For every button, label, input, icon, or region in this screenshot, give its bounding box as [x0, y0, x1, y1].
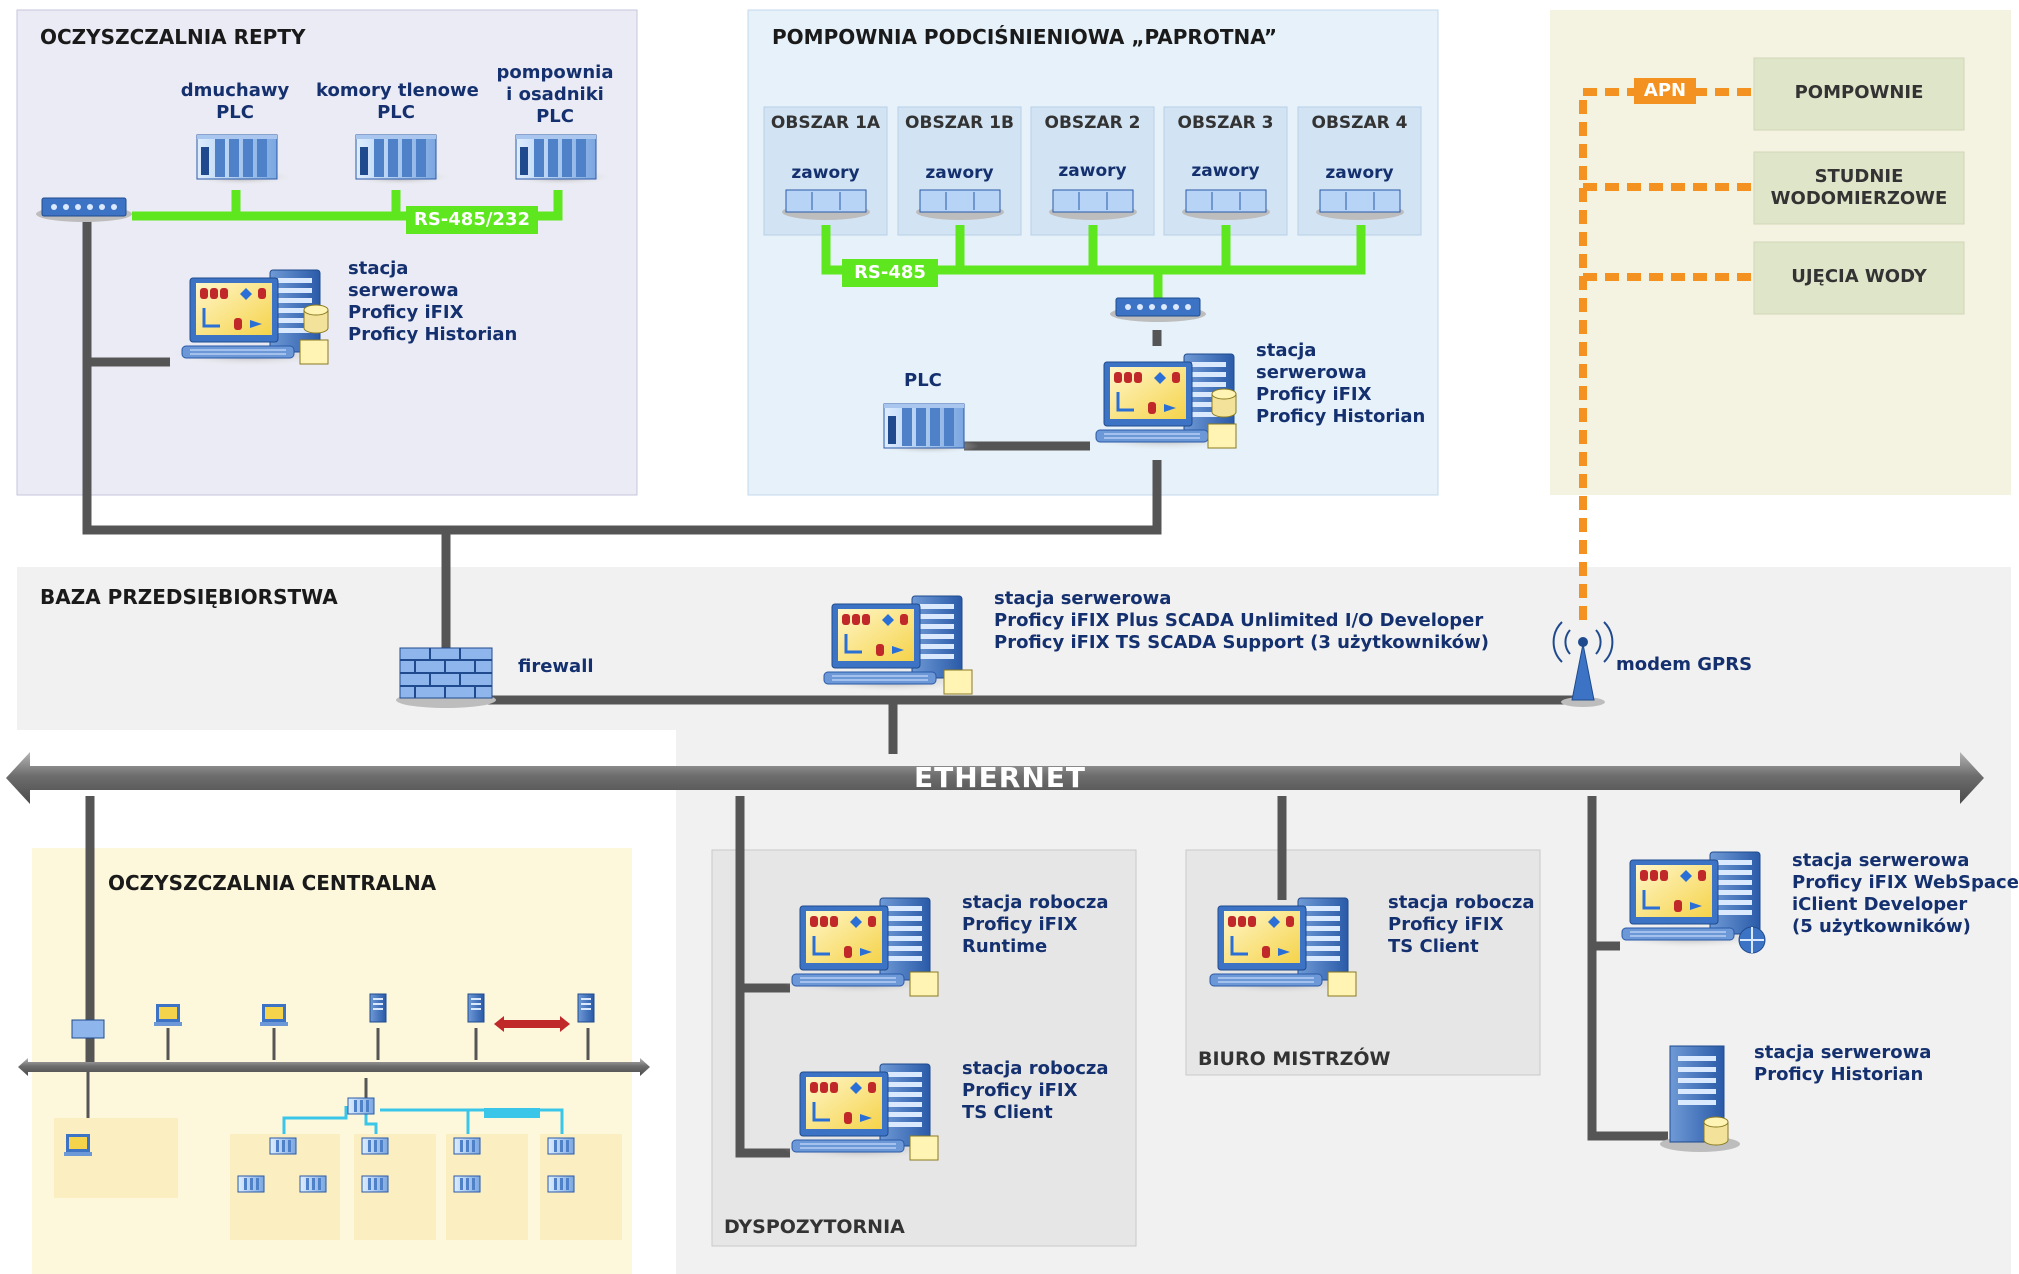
workstation-label-tsclient-dysp: stacja robocza Proficy iFIX TS Client [962, 1058, 1109, 1123]
server-label-webspace: stacja serwerowa Proficy iFIX WebSpace i… [1792, 850, 2019, 937]
area-3-label: OBSZAR 3 [1177, 113, 1274, 133]
area-4-label: OBSZAR 4 [1311, 113, 1408, 133]
zone-title-repty: OCZYSZCZALNIA REPTY [40, 25, 306, 49]
site-ujecia [1753, 241, 1965, 315]
plc-label-paprotna: PLC [904, 370, 942, 391]
zone-title-dyspozytornia: DYSPOZYTORNIA [724, 1216, 905, 1238]
zone-title-centralna: OCZYSZCZALNIA CENTRALNA [108, 871, 437, 895]
modem-label: modem GPRS [1616, 654, 1753, 675]
zone-title-biuro: BIURO MISTRZÓW [1198, 1048, 1391, 1070]
zone-title-paprotna: POMPOWNIA PODCIŚNIENIOWA „PAPROTNA” [772, 25, 1277, 49]
plc-label-pompownia: pompownia i osadniki PLC [496, 62, 614, 127]
ethernet-label: ETHERNET [913, 761, 1086, 794]
plc-label-komory: komory tlenowe PLC [316, 80, 479, 123]
green-bus [132, 190, 1366, 298]
centralna-devices [54, 993, 622, 1240]
valves-label-2: zawory [1058, 161, 1127, 181]
valves-label-3: zawory [1191, 161, 1260, 181]
area-1a-label: OBSZAR 1A [770, 113, 881, 133]
site-pompownie [1753, 57, 1965, 131]
local-ethernet [18, 1058, 650, 1076]
site-label-pompownie: POMPOWNIE [1794, 82, 1924, 103]
server-label-historian: stacja serwerowa Proficy Historian [1754, 1042, 1932, 1085]
network-links [82, 216, 1668, 1158]
plc-label-dmuchawy: dmuchawy PLC [180, 80, 290, 123]
server-label-repty: stacja serwerowa Proficy iFIX Proficy Hi… [348, 258, 518, 345]
apn-label: APN [1643, 80, 1687, 101]
workstation-label-runtime: stacja robocza Proficy iFIX Runtime [962, 892, 1109, 957]
site-studnie [1753, 151, 1965, 225]
firewall-label: firewall [518, 656, 594, 677]
valves-label-4: zawory [1325, 163, 1394, 183]
firewall-icon [396, 647, 496, 708]
zone-repty [16, 9, 638, 496]
ethernet-bus [6, 752, 1984, 804]
globe-icon [1738, 926, 1766, 954]
server-label-paprotna: stacja serwerowa Proficy iFIX Proficy Hi… [1256, 340, 1426, 427]
workstation-label-tsclient-biuro: stacja robocza Proficy iFIX TS Client [1388, 892, 1535, 957]
site-label-studnie: STUDNIE WODOMIERZOWE [1770, 166, 1948, 209]
bus-label-rs485: RS-485 [854, 262, 926, 283]
server-label-baza: stacja serwerowa Proficy iFIX Plus SCADA… [994, 588, 1489, 653]
area-2-label: OBSZAR 2 [1044, 113, 1141, 133]
zone-title-baza: BAZA PRZEDSIĘBIORSTWA [40, 585, 338, 609]
site-label-ujecia: UJĘCIA WODY [1791, 266, 1927, 287]
valves-label-1b: zawory [925, 163, 994, 183]
historian-tower [1660, 1045, 1740, 1152]
apn-link [1579, 88, 1754, 620]
bus-label-rs485-232: RS-485/232 [413, 209, 530, 230]
valves-label-1a: zawory [791, 163, 860, 183]
antenna-icon [1552, 621, 1614, 707]
area-1b-label: OBSZAR 1B [905, 113, 1014, 133]
